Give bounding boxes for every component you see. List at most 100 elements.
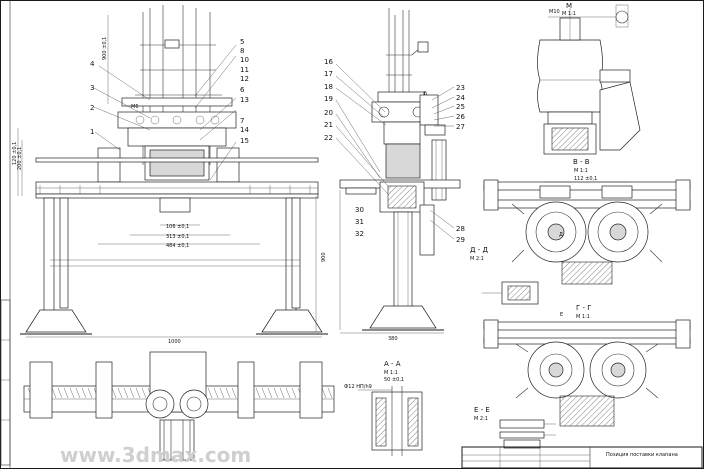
conveyor-tooth [225,387,231,399]
section-d-d [482,281,539,305]
part-number: 30 [355,206,364,214]
conveyor-tooth [123,387,129,399]
section-d-d-scale: M 2:1 [470,256,484,262]
part-number: 19 [324,95,333,103]
part-number: 18 [324,83,333,91]
dimension-313: 313 ±0,1 [166,234,189,240]
part-number: 17 [324,70,333,78]
section-e-e-scale: M 2:1 [474,416,488,422]
title-block [461,446,703,469]
side-view [335,8,461,334]
conveyor-tooth [135,387,141,399]
conveyor-tooth [87,387,93,399]
conveyor-tooth [291,387,297,399]
thread-label: M6 [131,104,139,110]
part-number: 2 [90,104,94,112]
conveyor-tooth [267,387,273,399]
part-number: 23 [456,84,465,92]
fit-label: Ф12 НП/h9 [344,384,372,390]
section-g-g [483,319,691,427]
dimension-106: 106 ±0,1 [166,224,189,230]
conveyor-tooth [57,387,63,399]
part-number: 5 [240,38,244,46]
part-number: 21 [324,121,333,129]
view-m-cylinder [537,4,641,155]
conveyor-tooth [327,387,333,399]
dimension-112: 112 ±0,1 [574,176,597,182]
section-d-d-title: Д - Д [470,246,488,254]
part-number: 32 [355,230,364,238]
part-number: 4 [90,60,95,68]
conveyor-tooth [279,387,285,399]
dimension-484: 484 ±0,1 [166,243,189,249]
conveyor-tooth [63,387,69,399]
part-number: 29 [456,236,465,244]
section-e-e-title: Е - Е [474,406,490,414]
dimension-380: 380 [388,336,398,342]
title-block-name: Позиция поставки клапана [606,452,678,458]
part-number: 7 [240,117,244,125]
part-number: 3 [90,84,94,92]
part-number: 31 [355,218,364,226]
conveyor-tooth [69,387,75,399]
part-number: 20 [324,109,333,117]
section-a-a-scale: M 1:1 [384,370,398,376]
conveyor-tooth [111,387,117,399]
part-number: 6 [240,86,245,94]
conveyor-tooth [207,387,213,399]
conveyor-tooth [273,387,279,399]
front-view [17,5,328,338]
part-number: 15 [240,137,249,145]
dimension-900: 900 [321,252,327,262]
plan-view [23,351,335,461]
part-number: 24 [456,94,465,102]
conveyor-tooth [81,387,87,399]
watermark-text: www.3dmax.com [60,443,251,467]
part-number: 25 [456,103,465,111]
part-number: 14 [240,126,249,134]
part-number: 27 [456,123,465,131]
conveyor-tooth [231,387,237,399]
section-v-v-title: В - В [573,158,590,166]
dimension-200: 200 ±0,1 [17,147,23,170]
conveyor-tooth [75,387,81,399]
part-number: 10 [240,56,249,64]
dimension-1000: 1000 [168,339,181,345]
dimension-900-vertical: 900 ±0,1 [102,37,108,60]
part-number: 13 [240,96,249,104]
part-number: 26 [456,113,465,121]
conveyor-tooth [285,387,291,399]
part-number: 12 [240,75,249,83]
part-number: 28 [456,225,465,233]
section-mark-d: Д [559,232,563,238]
conveyor-tooth [219,387,225,399]
left-margin-stamp [0,299,11,466]
conveyor-tooth [117,387,123,399]
part-number: 1 [90,128,94,136]
conveyor-tooth [213,387,219,399]
part-number: 8 [240,47,244,55]
section-g-g-title: Г - Г [576,304,592,312]
dimension-50: 50 ±0,1 [384,377,404,383]
section-mark-b: Б [424,91,428,97]
thread-label: M10 [549,9,560,15]
conveyor-tooth [141,387,147,399]
section-v-v [483,179,691,285]
section-v-v-scale: M 1:1 [574,168,588,174]
section-e-e [499,419,556,449]
view-m-title: M [566,2,572,10]
conveyor-tooth [129,387,135,399]
section-a-a [358,386,423,456]
conveyor-tooth [255,387,261,399]
conveyor-tooth [51,387,57,399]
section-a-a-title: А - А [384,360,401,368]
part-number: 22 [324,134,333,142]
part-number: 16 [324,58,333,66]
dimension-120: 120 ±0,1 [12,142,18,165]
section-mark-e: Е [560,312,563,318]
part-number: 11 [240,66,249,74]
conveyor-tooth [321,387,327,399]
conveyor-tooth [261,387,267,399]
